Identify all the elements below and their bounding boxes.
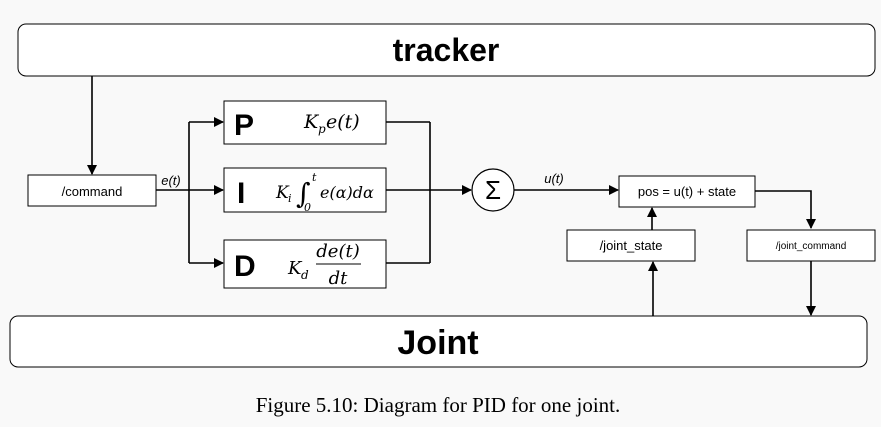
d-label: D xyxy=(234,250,256,283)
svg-text:d: d xyxy=(301,268,309,282)
svg-text:t: t xyxy=(312,171,317,184)
svg-text:0: 0 xyxy=(304,201,311,214)
control-signal-label: u(t) xyxy=(544,171,564,186)
p-label: P xyxy=(234,109,254,142)
svg-text:e(t): e(t) xyxy=(326,111,360,133)
d-formula: K d de(t) dt xyxy=(287,241,361,289)
joint-block xyxy=(9,315,868,368)
joint-label: Joint xyxy=(397,324,478,362)
command-block xyxy=(27,174,157,207)
svg-text:K: K xyxy=(287,258,303,279)
figure-caption: Figure 5.10: Diagram for PID for one joi… xyxy=(256,393,621,417)
i-label: I xyxy=(237,177,245,210)
svg-text:K: K xyxy=(275,183,290,203)
joint-state-label: /joint_state xyxy=(600,238,663,253)
svg-text:dt: dt xyxy=(329,268,349,289)
svg-text:∫: ∫ xyxy=(296,177,311,210)
p-formula: K p e(t) xyxy=(303,111,360,136)
sum-symbol: Σ xyxy=(485,175,501,205)
i-formula: K i ∫ t 0 e(α)dα xyxy=(275,171,374,214)
svg-text:K: K xyxy=(303,111,320,133)
command-label: /command xyxy=(62,184,123,199)
joint-command-label: /joint_command xyxy=(776,241,847,252)
svg-text:de(t): de(t) xyxy=(316,241,359,262)
error-signal-label: e(t) xyxy=(161,173,181,188)
tracker-block xyxy=(17,23,876,77)
pos-label: pos = u(t) + state xyxy=(638,184,736,199)
joint-command-block xyxy=(746,229,876,262)
pos-to-joint-command-arrow xyxy=(755,190,816,229)
p-block xyxy=(223,100,387,145)
joint-state-block xyxy=(566,229,696,262)
svg-text:e(α)dα: e(α)dα xyxy=(320,183,374,202)
svg-text:i: i xyxy=(288,192,292,205)
tracker-label: tracker xyxy=(393,32,500,68)
svg-text:p: p xyxy=(318,122,326,136)
pos-block xyxy=(618,175,756,208)
i-block xyxy=(223,167,387,213)
